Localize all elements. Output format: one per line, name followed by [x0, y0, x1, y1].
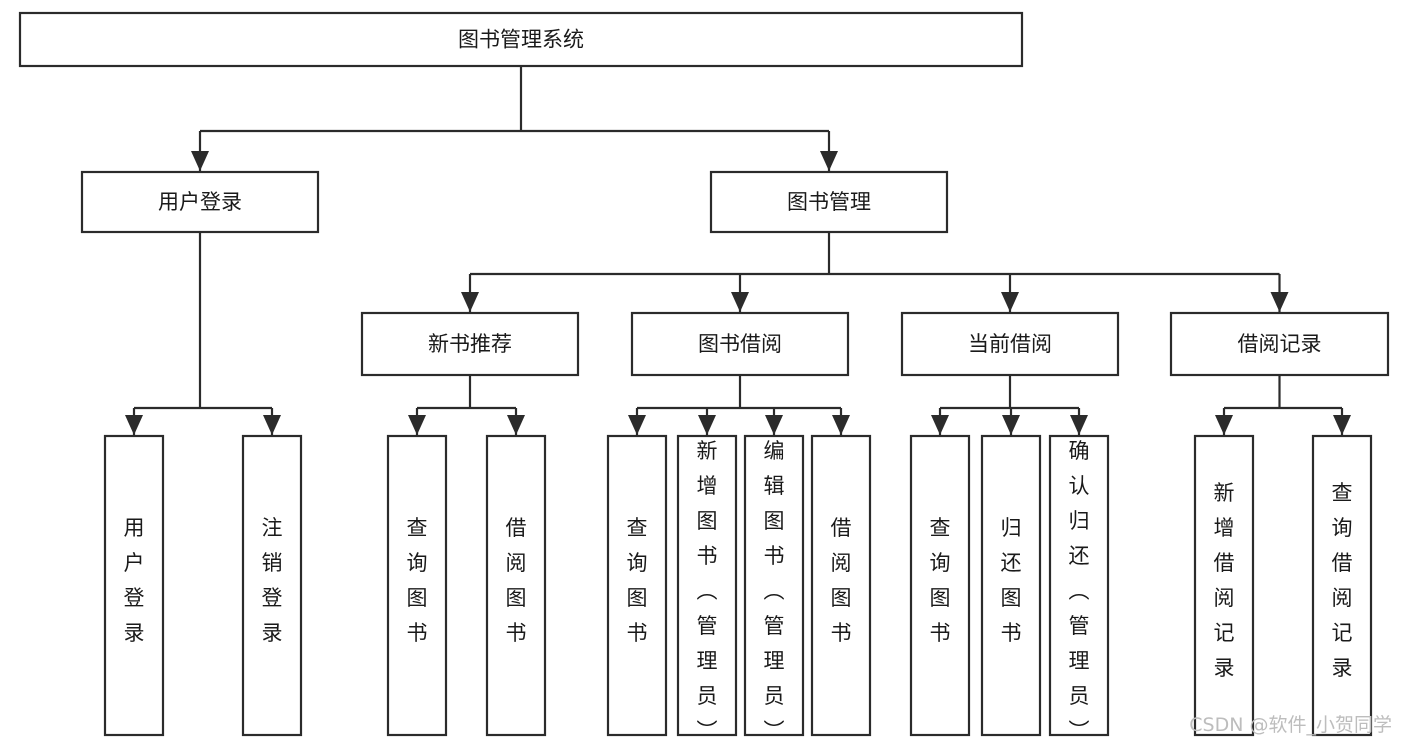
arrow-head-icon	[507, 415, 525, 435]
node-current-borrow[interactable]: 当前借阅	[900, 311, 1120, 377]
node-leaf-edit-book[interactable]: 编辑图书︵管理员︶	[743, 434, 805, 743]
node-label: 图书管理	[787, 190, 871, 214]
node-box	[1311, 434, 1373, 737]
node-leaf-query-book-3[interactable]: 查询图书	[909, 434, 971, 737]
node-label: 用户登录	[158, 190, 242, 214]
node-label: 图书管理系统	[458, 28, 584, 52]
node-label: 查询图书	[930, 516, 951, 645]
node-label: 当前借阅	[968, 332, 1052, 356]
node-leaf-user-login[interactable]: 用户登录	[103, 434, 165, 737]
node-borrow-record[interactable]: 借阅记录	[1169, 311, 1390, 377]
node-box	[743, 434, 805, 737]
arrow-head-icon	[1002, 415, 1020, 435]
arrow-head-icon	[263, 415, 281, 435]
node-leaf-query-borrow-record[interactable]: 查询借阅记录	[1311, 434, 1373, 737]
node-label: 确认归还︵管理员︶	[1069, 439, 1090, 743]
node-root[interactable]: 图书管理系统	[18, 11, 1024, 68]
node-label: 借阅图书	[506, 516, 527, 645]
node-leaf-user-logout[interactable]: 注销登录	[241, 434, 303, 737]
node-label: 借阅记录	[1238, 332, 1322, 356]
arrow-head-icon	[698, 415, 716, 435]
node-box	[103, 434, 165, 737]
node-leaf-query-book-1[interactable]: 查询图书	[386, 434, 448, 737]
node-label: 归还图书	[1001, 516, 1022, 645]
arrow-head-icon	[408, 415, 426, 435]
node-leaf-return-book[interactable]: 归还图书	[980, 434, 1042, 737]
node-leaf-confirm-return[interactable]: 确认归还︵管理员︶	[1048, 434, 1110, 743]
node-label: 查询图书	[407, 516, 428, 645]
arrow-head-icon	[461, 292, 479, 312]
node-book-manage[interactable]: 图书管理	[709, 170, 949, 234]
node-leaf-add-book[interactable]: 新增图书︵管理员︶	[676, 434, 738, 743]
node-box	[709, 170, 949, 234]
node-user-login[interactable]: 用户登录	[80, 170, 320, 234]
node-label: 新增借阅记录	[1214, 481, 1235, 680]
arrow-head-icon	[1070, 415, 1088, 435]
arrow-head-icon	[820, 151, 838, 171]
node-box	[900, 311, 1120, 377]
node-leaf-add-borrow-record[interactable]: 新增借阅记录	[1193, 434, 1255, 737]
node-box	[80, 170, 320, 234]
node-box	[909, 434, 971, 737]
arrow-head-icon	[765, 415, 783, 435]
node-box	[606, 434, 668, 737]
node-box	[1169, 311, 1390, 377]
node-box	[18, 11, 1024, 68]
node-leaf-borrow-book-2[interactable]: 借阅图书	[810, 434, 872, 737]
arrow-head-icon	[731, 292, 749, 312]
node-box	[485, 434, 547, 737]
csdn-watermark: CSDN @软件_小贺同学	[1189, 714, 1392, 736]
node-layer: 图书管理系统用户登录用户登录注销登录图书管理新书推荐查询图书借阅图书图书借阅查询…	[18, 11, 1390, 743]
node-label: 新书推荐	[428, 332, 512, 356]
node-box	[630, 311, 850, 377]
arrow-head-icon	[1001, 292, 1019, 312]
node-box	[676, 434, 738, 737]
node-label: 图书借阅	[698, 332, 782, 356]
arrow-head-icon	[1333, 415, 1351, 435]
node-box	[386, 434, 448, 737]
arrow-head-icon	[931, 415, 949, 435]
node-box	[1048, 434, 1110, 737]
node-label: 新增图书︵管理员︶	[697, 439, 718, 743]
node-new-book-recommend[interactable]: 新书推荐	[360, 311, 580, 377]
connector-layer	[125, 66, 1351, 435]
node-leaf-query-book-2[interactable]: 查询图书	[606, 434, 668, 737]
arrow-head-icon	[191, 151, 209, 171]
node-label: 注销登录	[262, 516, 283, 645]
node-label: 借阅图书	[831, 516, 852, 645]
node-label: 查询借阅记录	[1332, 481, 1353, 680]
node-box	[241, 434, 303, 737]
node-label: 编辑图书︵管理员︶	[764, 439, 785, 743]
arrow-head-icon	[125, 415, 143, 435]
node-label: 查询图书	[627, 516, 648, 645]
arrow-head-icon	[832, 415, 850, 435]
arrow-head-icon	[628, 415, 646, 435]
node-box	[1193, 434, 1255, 737]
arrow-head-icon	[1215, 415, 1233, 435]
node-box	[810, 434, 872, 737]
node-box	[360, 311, 580, 377]
node-box	[980, 434, 1042, 737]
node-label: 用户登录	[124, 516, 145, 645]
node-book-borrow[interactable]: 图书借阅	[630, 311, 850, 377]
arrow-head-icon	[1270, 292, 1289, 312]
node-leaf-borrow-book-1[interactable]: 借阅图书	[485, 434, 547, 737]
